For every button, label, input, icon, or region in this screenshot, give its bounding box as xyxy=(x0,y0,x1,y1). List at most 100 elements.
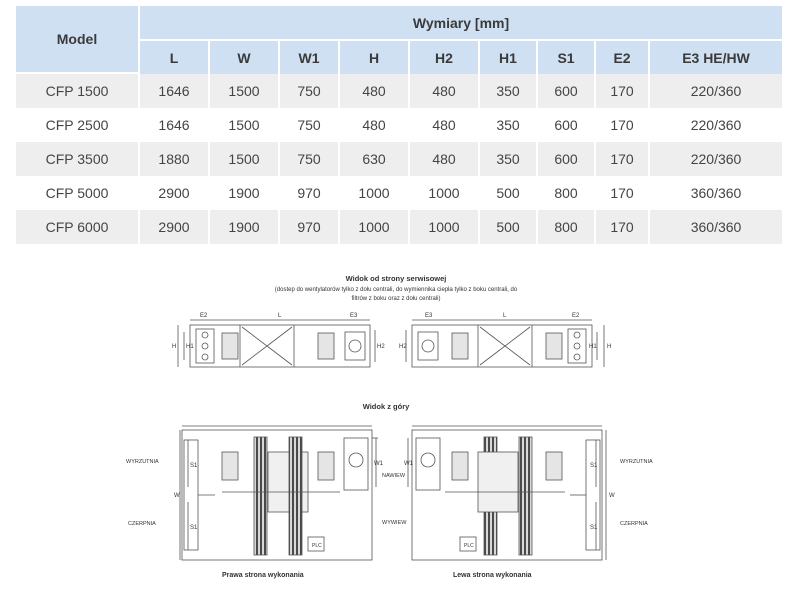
dimension-cell: 480 xyxy=(410,74,478,108)
dim-w1-label-right: W1 xyxy=(404,461,414,467)
model-cell: CFP 5000 xyxy=(16,176,138,210)
dimension-cell: 170 xyxy=(596,142,648,176)
dimension-cell: 500 xyxy=(480,210,536,244)
wyrzutnia-label-left: WYRZUTNIA xyxy=(126,459,159,465)
dimension-cell: 750 xyxy=(280,74,338,108)
dimension-cell: 2900 xyxy=(140,176,208,210)
column-header-h: H xyxy=(340,41,408,74)
dimension-cell: 1646 xyxy=(140,108,208,142)
dimension-cell: 750 xyxy=(280,142,338,176)
dimension-cell: 630 xyxy=(340,142,408,176)
side-view-left xyxy=(177,319,376,368)
dimension-cell: 800 xyxy=(538,210,594,244)
side-view-note-line1: (dostep do wentylatorów tylko z dołu cen… xyxy=(275,287,518,293)
plc-label-right: PLC xyxy=(464,543,474,549)
side-view-title: Widok od strony serwisowej xyxy=(346,274,447,283)
dimension-cell: 1000 xyxy=(340,210,408,244)
czerpnia-label-left: CZERPNIA xyxy=(128,521,156,527)
dimension-cell: 1646 xyxy=(140,74,208,108)
dimension-cell: 1500 xyxy=(210,108,278,142)
dimension-cell: 1900 xyxy=(210,210,278,244)
column-header-l: L xyxy=(140,41,208,74)
dim-s1-label-left-bottom: S1 xyxy=(190,525,198,531)
dim-e2-label-left: E2 xyxy=(200,313,208,319)
dim-h1-label-right: H1 xyxy=(589,344,597,350)
dimension-cell: 350 xyxy=(480,108,536,142)
dim-w-label-right: W xyxy=(609,493,615,499)
dimension-cell: 1500 xyxy=(210,74,278,108)
wyrzutnia-label-right: WYRZUTNIA xyxy=(620,459,653,465)
top-view-left xyxy=(179,425,378,561)
dim-e3-label-left: E3 xyxy=(350,313,358,319)
column-header-s1: S1 xyxy=(538,41,594,74)
dim-e2-label-right: E2 xyxy=(572,313,580,319)
dimension-cell: 500 xyxy=(480,176,536,210)
right-caption: Lewa strona wykonania xyxy=(453,572,532,579)
dimension-cell: 170 xyxy=(596,108,648,142)
dim-s1-label-right-bottom: S1 xyxy=(590,525,598,531)
dimension-cell: 360/360 xyxy=(650,210,783,244)
dimension-cell: 480 xyxy=(410,108,478,142)
dimension-cell: 600 xyxy=(538,142,594,176)
dim-l-label-left: L xyxy=(278,313,282,319)
nawiew-label: NAWIEW xyxy=(382,473,406,479)
dimension-cell: 2900 xyxy=(140,210,208,244)
dimension-cell: 600 xyxy=(538,108,594,142)
dimension-cell: 1900 xyxy=(210,176,278,210)
dimension-cell: 1880 xyxy=(140,142,208,176)
column-header-e2: E2 xyxy=(596,41,648,74)
column-header-e3-he-hw: E3 HE/HW xyxy=(650,41,783,74)
side-view-right xyxy=(405,319,605,368)
dimension-cell: 170 xyxy=(596,210,648,244)
dim-h-label-left: H xyxy=(172,344,176,350)
dimension-cell: 480 xyxy=(410,142,478,176)
dim-w1-label-left: W1 xyxy=(374,461,384,467)
plc-label-left: PLC xyxy=(312,543,322,549)
dim-h-label-right: H xyxy=(607,344,611,350)
column-header-h2: H2 xyxy=(410,41,478,74)
dim-w-label-left: W xyxy=(174,493,180,499)
model-cell: CFP 6000 xyxy=(16,210,138,244)
wywiew-label: WYWIEW xyxy=(382,520,407,526)
dim-e3-label-right: E3 xyxy=(425,313,433,319)
dim-h1-label-left: H1 xyxy=(186,344,194,350)
dim-l-label-right: L xyxy=(503,313,507,319)
dimension-cell: 170 xyxy=(596,176,648,210)
model-cell: CFP 2500 xyxy=(16,108,138,142)
column-header-w: W xyxy=(210,41,278,74)
top-view-right xyxy=(407,425,607,561)
side-view-note-line2: filtrów z boku oraz z dołu centrali) xyxy=(351,296,440,302)
czerpnia-label-right: CZERPNIA xyxy=(620,521,648,527)
dimension-cell: 170 xyxy=(596,74,648,108)
dimensions-group-header: Wymiary [mm] xyxy=(140,6,783,41)
dimension-cell: 1000 xyxy=(410,210,478,244)
dimension-cell: 220/360 xyxy=(650,108,783,142)
dimension-cell: 750 xyxy=(280,108,338,142)
left-caption: Prawa strona wykonania xyxy=(222,572,304,579)
dimension-cell: 800 xyxy=(538,176,594,210)
model-cell: CFP 1500 xyxy=(16,74,138,108)
unit-technical-drawing: Widok od strony serwisowej (dostep do we… xyxy=(126,274,653,579)
model-cell: CFP 3500 xyxy=(16,142,138,176)
dim-s1-label-right-top: S1 xyxy=(590,463,598,469)
dim-s1-label-left-top: S1 xyxy=(190,463,198,469)
dimension-cell: 1500 xyxy=(210,142,278,176)
dimension-cell: 360/360 xyxy=(650,176,783,210)
dimension-cell: 480 xyxy=(340,74,408,108)
column-header-w1: W1 xyxy=(280,41,338,74)
dimension-cell: 350 xyxy=(480,74,536,108)
dimension-cell: 1000 xyxy=(410,176,478,210)
dimension-cell: 220/360 xyxy=(650,142,783,176)
dimension-cell: 350 xyxy=(480,142,536,176)
dimension-cell: 970 xyxy=(280,210,338,244)
dimension-cell: 220/360 xyxy=(650,74,783,108)
dimension-cell: 600 xyxy=(538,74,594,108)
dimension-cell: 480 xyxy=(340,108,408,142)
dimension-cell: 970 xyxy=(280,176,338,210)
